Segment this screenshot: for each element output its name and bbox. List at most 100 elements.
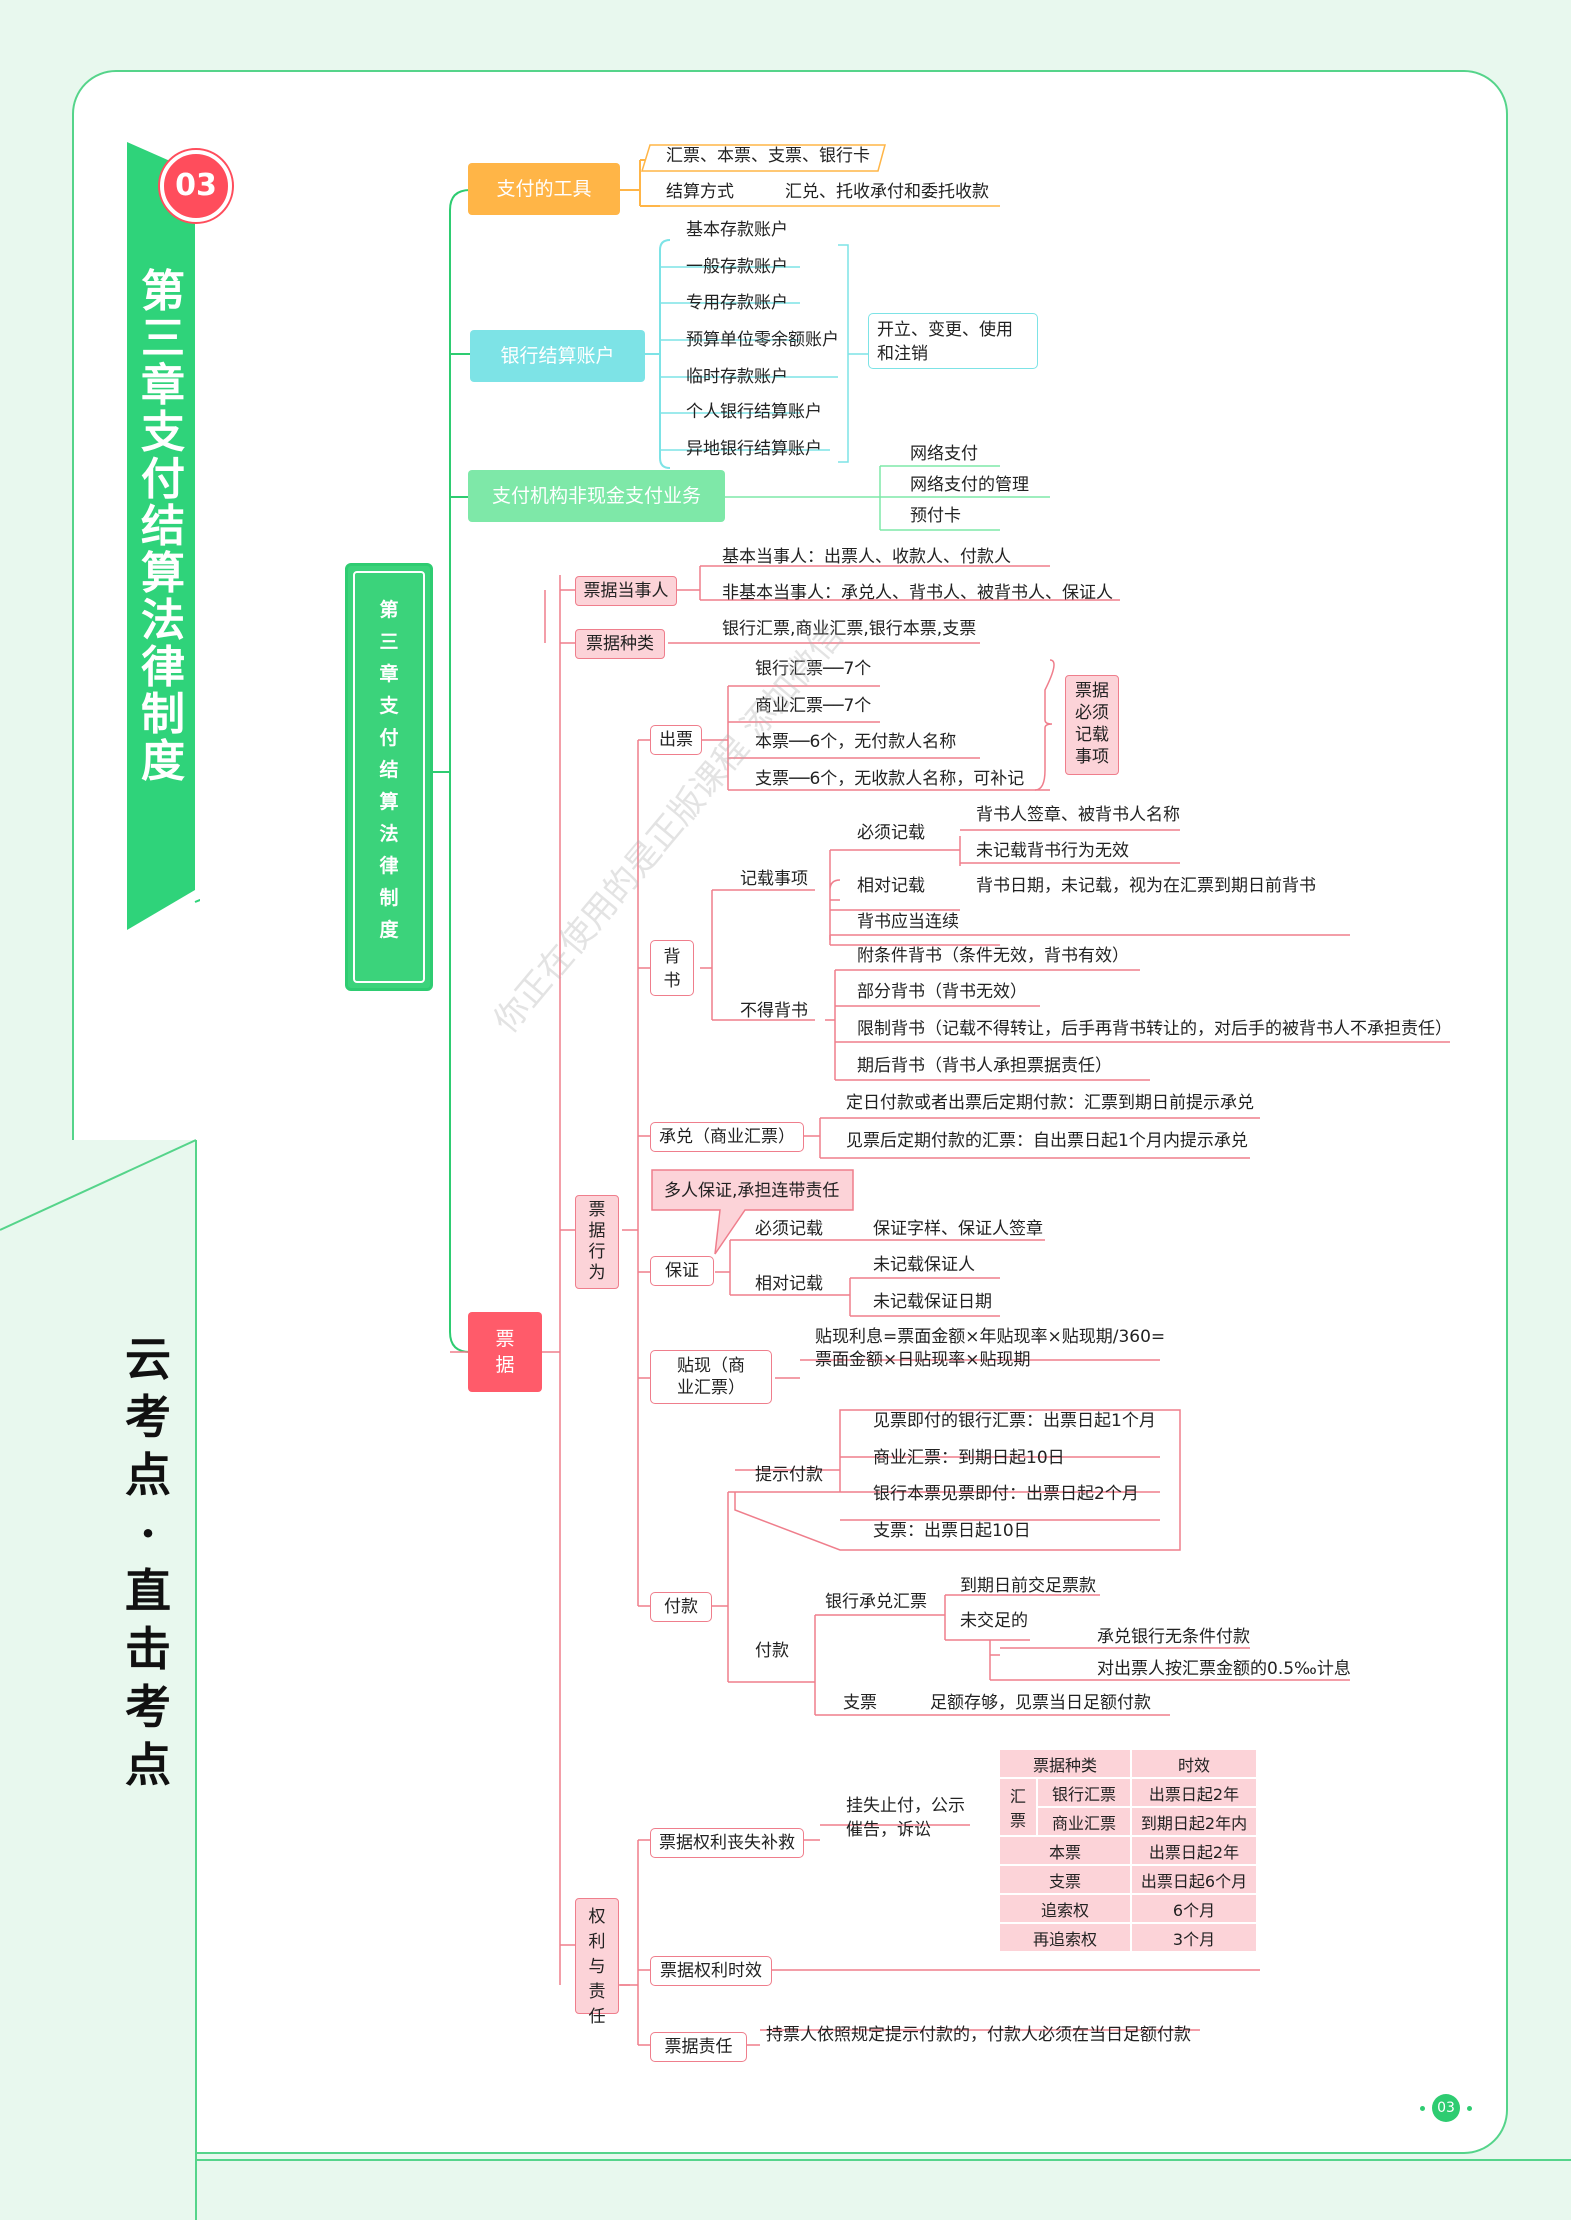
account-note: 开立、变更、使用和注销 [868, 313, 1038, 369]
table-cell: 到期日起2年内 [1130, 1806, 1258, 1837]
node-parties: 票据当事人 [575, 576, 677, 606]
node-rights: 权利与责任 [575, 1898, 619, 2027]
payment-present-item: 见票即付的银行汇票：出票日起1个月 [873, 1411, 1156, 1431]
noncash-item: 网络支付的管理 [910, 475, 1029, 495]
tools-item-2-label: 结算方式 [666, 182, 734, 202]
payment-present-label: 提示付款 [755, 1465, 823, 1485]
payment-unpaid-item: 对出票人按汇票金额的0.5‰计息 [1097, 1659, 1351, 1679]
guarantee-callout: 多人保证,承担连带责任 [664, 1181, 840, 1201]
table-group: 汇票 [998, 1777, 1038, 1837]
root-node-text: 第三章支付结算法律制度 [379, 599, 399, 941]
account-item: 基本存款账户 [686, 220, 788, 240]
issue-note-text: 票据必须记载事项 [1075, 681, 1109, 767]
parties-nonbasic: 非基本当事人：承兑人、背书人、被背书人、保证人 [722, 583, 1113, 603]
table-header: 时效 [1130, 1748, 1258, 1779]
content-card [72, 70, 1508, 2154]
payment-bank-item: 未交足的 [960, 1611, 1028, 1631]
account-item: 一般存款账户 [686, 257, 788, 277]
topic-tools: 支付的工具 [468, 163, 620, 215]
page-number: 03 [1432, 2094, 1460, 2122]
account-item: 临时存款账户 [686, 367, 788, 387]
endorse-bad-item: 附条件背书（条件无效，背书有效） [857, 946, 1129, 966]
account-item: 个人银行结算账户 [686, 402, 822, 422]
types-value: 银行汇票,商业汇票,银行本票,支票 [722, 619, 977, 639]
issue-item: 商业汇票──7个 [755, 696, 872, 716]
endorse-must-label: 必须记载 [857, 823, 925, 843]
node-acts: 票据行为 [575, 1195, 619, 1289]
discount-formula-line2: 票面金额×日贴现率×贴现期 [815, 1350, 1031, 1370]
node-guarantee: 保证 [650, 1256, 714, 1286]
side-slogan: 云考点·直击考点 [125, 1332, 171, 1792]
node-issue: 出票 [650, 725, 702, 755]
root-node: 第三章支付结算法律制度 [345, 563, 433, 991]
table-cell: 出票日起2年 [1130, 1777, 1258, 1808]
discount-formula-line1: 贴现利息=票面金额×年贴现率×贴现期/360= [815, 1327, 1166, 1347]
account-item: 异地银行结算账户 [686, 439, 822, 459]
table-cell: 再追索权 [998, 1922, 1132, 1953]
loss-value-text: 挂失止付，公示催告，诉讼 [846, 1796, 965, 1840]
table-cell: 出票日起2年 [1130, 1835, 1258, 1866]
left-decor [0, 142, 200, 2220]
page-dot [1420, 2106, 1425, 2111]
node-discount: 贴现（商业汇票） [650, 1350, 772, 1404]
tools-item-2-value: 汇兑、托收承付和委托收款 [785, 182, 989, 202]
node-duty: 票据责任 [650, 2032, 747, 2062]
node-types: 票据种类 [575, 629, 665, 659]
payment-present-item: 商业汇票：到期日起10日 [873, 1448, 1065, 1468]
chapter-badge: 03 [160, 150, 232, 222]
tools-item-frame [640, 144, 886, 172]
endorse-record-label: 记载事项 [740, 869, 808, 889]
endorse-must-item: 未记载背书行为无效 [976, 841, 1129, 861]
bottom-line [196, 2159, 1571, 2161]
endorse-continuous: 背书应当连续 [857, 912, 959, 932]
payment-check-label: 支票 [843, 1693, 877, 1713]
table-cell: 追索权 [998, 1893, 1132, 1924]
table-cell: 本票 [998, 1835, 1132, 1866]
left-panel [0, 1140, 196, 2220]
guarantee-must-label: 必须记载 [755, 1219, 823, 1239]
endorse-bad-label: 不得背书 [740, 1001, 808, 1021]
payment-present-item: 银行本票见票即付：出票日起2个月 [873, 1484, 1139, 1504]
topic-noncash: 支付机构非现金支付业务 [468, 470, 725, 522]
node-limit: 票据权利时效 [650, 1956, 772, 1986]
guarantee-relative-item: 未记载保证人 [873, 1255, 975, 1275]
payment-unpaid-item: 承兑银行无条件付款 [1097, 1627, 1250, 1647]
table-cell: 3个月 [1130, 1922, 1258, 1953]
node-rights-text: 权利与责任 [588, 1907, 606, 2027]
loss-value: 挂失止付，公示催告，诉讼 [846, 1794, 976, 1842]
payment-check-value: 足额存够，见票当日足额付款 [930, 1693, 1151, 1713]
node-accept: 承兑（商业汇票） [650, 1122, 804, 1152]
table-header: 票据种类 [998, 1748, 1132, 1779]
noncash-item: 预付卡 [910, 506, 961, 526]
guarantee-relative-item: 未记载保证日期 [873, 1292, 992, 1312]
accept-item: 定日付款或者出票后定期付款：汇票到期日前提示承兑 [846, 1093, 1254, 1113]
table-cell: 商业汇票 [1036, 1806, 1132, 1837]
chapter-ribbon [127, 142, 195, 930]
endorse-bad-item: 限制背书（记载不得转让，后手再背书转让的，对后手的被背书人不承担责任） [857, 1019, 1452, 1039]
issue-item: 银行汇票──7个 [755, 659, 872, 679]
payment-bank-accept-label: 银行承兑汇票 [825, 1592, 927, 1612]
tools-item-1: 汇票、本票、支票、银行卡 [666, 146, 870, 166]
table-cell: 银行汇票 [1036, 1777, 1132, 1808]
node-endorse: 背书 [650, 940, 694, 996]
account-note-text: 开立、变更、使用和注销 [877, 320, 1013, 364]
noncash-item: 网络支付 [910, 444, 978, 464]
node-loss: 票据权利丧失补救 [650, 1828, 804, 1858]
bottom-band [196, 2160, 1571, 2220]
guarantee-must-value: 保证字样、保证人签章 [873, 1219, 1043, 1239]
topic-bills: 票据 [468, 1312, 542, 1392]
guarantee-relative-label: 相对记载 [755, 1274, 823, 1294]
account-item: 专用存款账户 [686, 293, 788, 313]
payment-pay-label: 付款 [755, 1641, 789, 1661]
table-cell: 6个月 [1130, 1893, 1258, 1924]
endorse-bad-item: 部分背书（背书无效） [857, 982, 1027, 1002]
parties-basic: 基本当事人：出票人、收款人、付款人 [722, 547, 1011, 567]
duty-value: 持票人依照规定提示付款的，付款人必须在当日足额付款 [766, 2025, 1191, 2045]
node-discount-text: 贴现（商业汇票） [677, 1356, 745, 1398]
chapter-title: 第三章 支付结算法律制度 [141, 266, 185, 787]
endorse-bad-item: 期后背书（背书人承担票据责任） [857, 1056, 1112, 1076]
endorse-must-item: 背书人签章、被背书人名称 [976, 805, 1180, 825]
page-dot [1467, 2106, 1472, 2111]
account-item: 预算单位零余额账户 [686, 330, 839, 350]
limitation-table: 票据种类 时效 汇票 银行汇票 出票日起2年 商业汇票 到期日起2年内 本票 出… [998, 1748, 1258, 1953]
